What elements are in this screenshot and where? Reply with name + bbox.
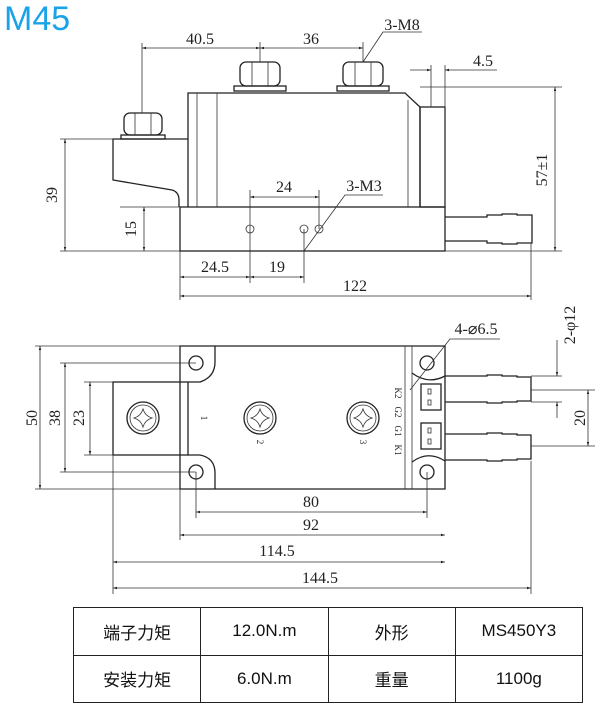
screw-icon (126, 401, 160, 435)
table-row: 安装力矩 6.0N.m 重量 1100g (72, 654, 584, 703)
terminal-torque-value: 12.0N.m (200, 607, 329, 656)
package-value: MS450Y3 (454, 607, 584, 656)
dim-114-5: 114.5 (259, 543, 294, 560)
dim-19: 19 (269, 259, 285, 276)
thread-m8-label: 3-M8 (384, 17, 420, 34)
pin-connector (420, 383, 442, 411)
top-view: 1 2 3 K2 G2 G1 K1 50 38 23 4-⌀6.5 2-φ12 … (24, 306, 595, 594)
side-view: 40.5 36 3-M8 4.5 57±1 39 15 24 3-M3 24.5… (44, 17, 562, 300)
screw-icon (243, 401, 277, 435)
dim-24: 24 (276, 179, 292, 196)
dim-24-5: 24.5 (201, 259, 229, 276)
dim-20: 20 (572, 410, 589, 426)
mounting-torque-value: 6.0N.m (200, 654, 329, 703)
terminal-bracket (112, 138, 188, 207)
thread-m3-label: 3-M3 (346, 178, 382, 195)
nut-icon (336, 61, 390, 92)
cooling-tube (445, 374, 532, 404)
dim-122: 122 (343, 278, 367, 295)
pin-label-g2: G2 (393, 407, 403, 418)
cooling-tube (445, 432, 532, 462)
spec-table: 端子力矩 12.0N.m 外形 MS450Y3 安装力矩 6.0N.m 重量 1… (72, 607, 584, 703)
tube-diameter-label: 2-φ12 (562, 306, 579, 345)
dim-39: 39 (44, 187, 61, 203)
dim-4-5: 4.5 (473, 53, 493, 70)
package-label: 外形 (327, 607, 456, 656)
weight-label: 重量 (327, 654, 456, 703)
pin-label-k2: K2 (393, 388, 403, 399)
terminal-label-3: 3 (358, 440, 368, 445)
dim-36: 36 (303, 31, 319, 48)
dim-57: 57±1 (534, 154, 551, 187)
dim-23: 23 (71, 410, 88, 426)
nut-icon (120, 112, 166, 140)
terminal-label-1: 1 (199, 416, 209, 421)
dim-144-5: 144.5 (302, 570, 338, 587)
terminal-label-2: 2 (255, 440, 265, 445)
cooling-tube (445, 213, 533, 245)
mounting-hole (419, 355, 435, 371)
screw-icon (346, 401, 380, 435)
mounting-torque-label: 安装力矩 (72, 654, 202, 703)
module-body (187, 92, 421, 207)
base-plate (179, 206, 446, 252)
pin-label-k1: K1 (393, 445, 403, 456)
dim-50: 50 (24, 410, 41, 426)
dim-40-5: 40.5 (186, 31, 214, 48)
module-outline (179, 345, 446, 490)
nut-icon (233, 61, 287, 92)
pin-connector (420, 422, 442, 450)
terminal-torque-label: 端子力矩 (72, 607, 202, 656)
connector-block (419, 106, 446, 208)
technical-drawing: 40.5 36 3-M8 4.5 57±1 39 15 24 3-M3 24.5… (24, 17, 595, 594)
dim-92: 92 (303, 517, 319, 534)
table-row: 端子力矩 12.0N.m 外形 MS450Y3 (72, 607, 584, 656)
pin-label-g1: G1 (393, 426, 403, 437)
dim-38: 38 (47, 410, 64, 426)
terminal-tab (112, 381, 189, 456)
dim-15: 15 (123, 221, 140, 237)
dim-80: 80 (303, 494, 319, 511)
model-title: M45 (4, 0, 71, 38)
weight-value: 1100g (454, 654, 584, 703)
holes-label: 4-⌀6.5 (455, 321, 498, 338)
